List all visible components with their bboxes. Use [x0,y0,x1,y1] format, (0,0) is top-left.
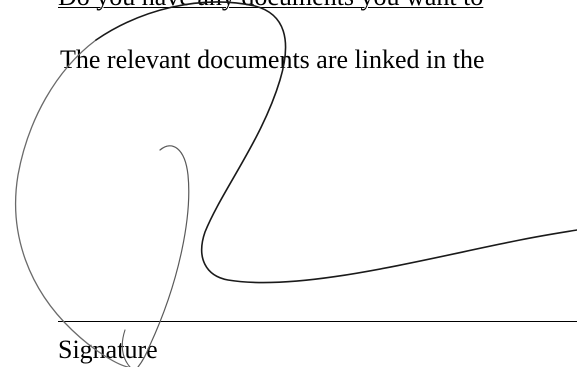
body-text: The relevant documents are linked in the [60,45,485,74]
signature-label: Signature [58,335,158,364]
section-heading: Do you have any documents you want to [58,0,483,10]
signature-line [58,321,577,322]
